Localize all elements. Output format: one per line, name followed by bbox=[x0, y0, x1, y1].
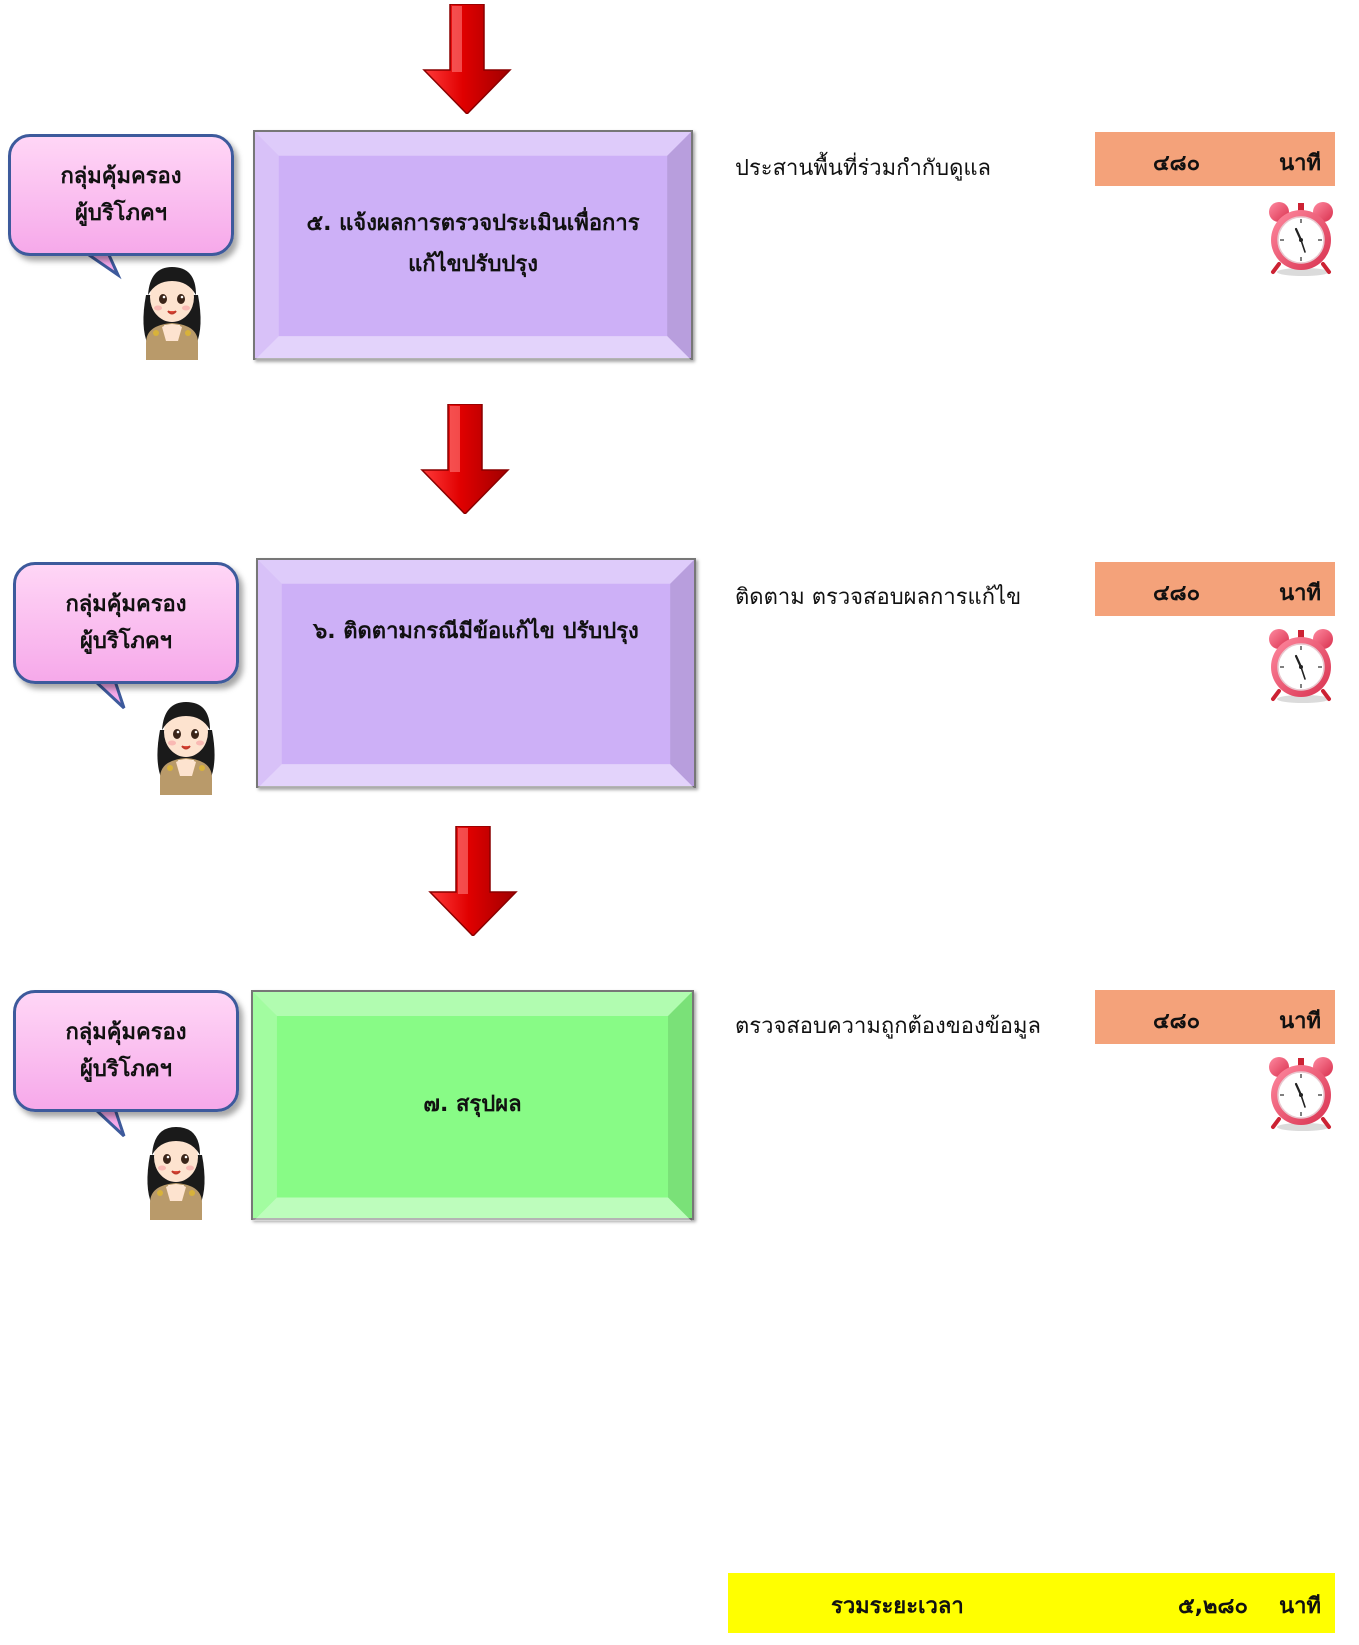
process-text: ๗. สรุปผล bbox=[423, 1091, 522, 1117]
process-box-7: ๗. สรุปผล bbox=[251, 990, 694, 1222]
process-box-6: ๖. ติดตามกรณีมีข้อแก้ไข ปรับปรุง bbox=[256, 558, 696, 788]
step-description: ประสานพื้นที่ร่วมกำกับดูแล bbox=[735, 156, 992, 181]
down-arrow-icon bbox=[420, 404, 510, 514]
responsible-bubble: กลุ่มคุ้มครอง ผู้บริโภคฯ bbox=[8, 134, 234, 256]
bubble-line-1: กลุ่มคุ้มครอง bbox=[60, 163, 182, 189]
process-text: ๕. แจ้งผลการตรวจประเมินเพื่อการแก้ไขปรับ… bbox=[306, 211, 640, 277]
bubble-line-2: ผู้บริโภคฯ bbox=[79, 1057, 173, 1082]
total-label: รวมระยะเวลา bbox=[831, 1594, 964, 1619]
responsible-bubble: กลุ่มคุ้มครอง ผู้บริโภคฯ bbox=[13, 562, 239, 684]
process-box-5: ๕. แจ้งผลการตรวจประเมินเพื่อการแก้ไขปรับ… bbox=[253, 130, 693, 360]
time-bar: ๔๘๐ นาที bbox=[1095, 132, 1335, 186]
total-time-bar: รวมระยะเวลา ๕,๒๘๐ นาที bbox=[728, 1573, 1335, 1633]
time-unit: นาที bbox=[1279, 581, 1321, 606]
time-value: ๔๘๐ bbox=[1153, 151, 1201, 176]
time-unit: นาที bbox=[1279, 1009, 1321, 1034]
bubble-line-2: ผู้บริโภคฯ bbox=[79, 629, 173, 654]
officer-avatar-icon bbox=[146, 690, 226, 795]
step-description: ตรวจสอบความถูกต้องของข้อมูล bbox=[735, 1014, 1041, 1039]
time-value: ๔๘๐ bbox=[1153, 581, 1201, 606]
officer-avatar-icon bbox=[136, 1115, 216, 1220]
time-unit: นาที bbox=[1279, 151, 1321, 176]
bubble-line-1: กลุ่มคุ้มครอง bbox=[65, 591, 187, 617]
officer-avatar-icon bbox=[132, 255, 212, 360]
step-description: ติดตาม ตรวจสอบผลการแก้ไข bbox=[735, 585, 1022, 610]
total-value: ๕,๒๘๐ bbox=[1178, 1594, 1248, 1619]
alarm-clock-icon bbox=[1265, 627, 1337, 705]
time-bar: ๔๘๐ นาที bbox=[1095, 990, 1335, 1044]
responsible-bubble: กลุ่มคุ้มครอง ผู้บริโภคฯ bbox=[13, 990, 239, 1112]
bubble-line-2: ผู้บริโภคฯ bbox=[74, 201, 168, 226]
down-arrow-icon bbox=[422, 4, 512, 114]
down-arrow-icon bbox=[428, 826, 518, 936]
time-bar: ๔๘๐ นาที bbox=[1095, 562, 1335, 616]
time-value: ๔๘๐ bbox=[1153, 1009, 1201, 1034]
bubble-line-1: กลุ่มคุ้มครอง bbox=[65, 1019, 187, 1045]
alarm-clock-icon bbox=[1265, 200, 1337, 278]
total-unit: นาที bbox=[1279, 1594, 1321, 1619]
process-text: ๖. ติดตามกรณีมีข้อแก้ไข ปรับปรุง bbox=[313, 619, 639, 644]
alarm-clock-icon bbox=[1265, 1055, 1337, 1133]
